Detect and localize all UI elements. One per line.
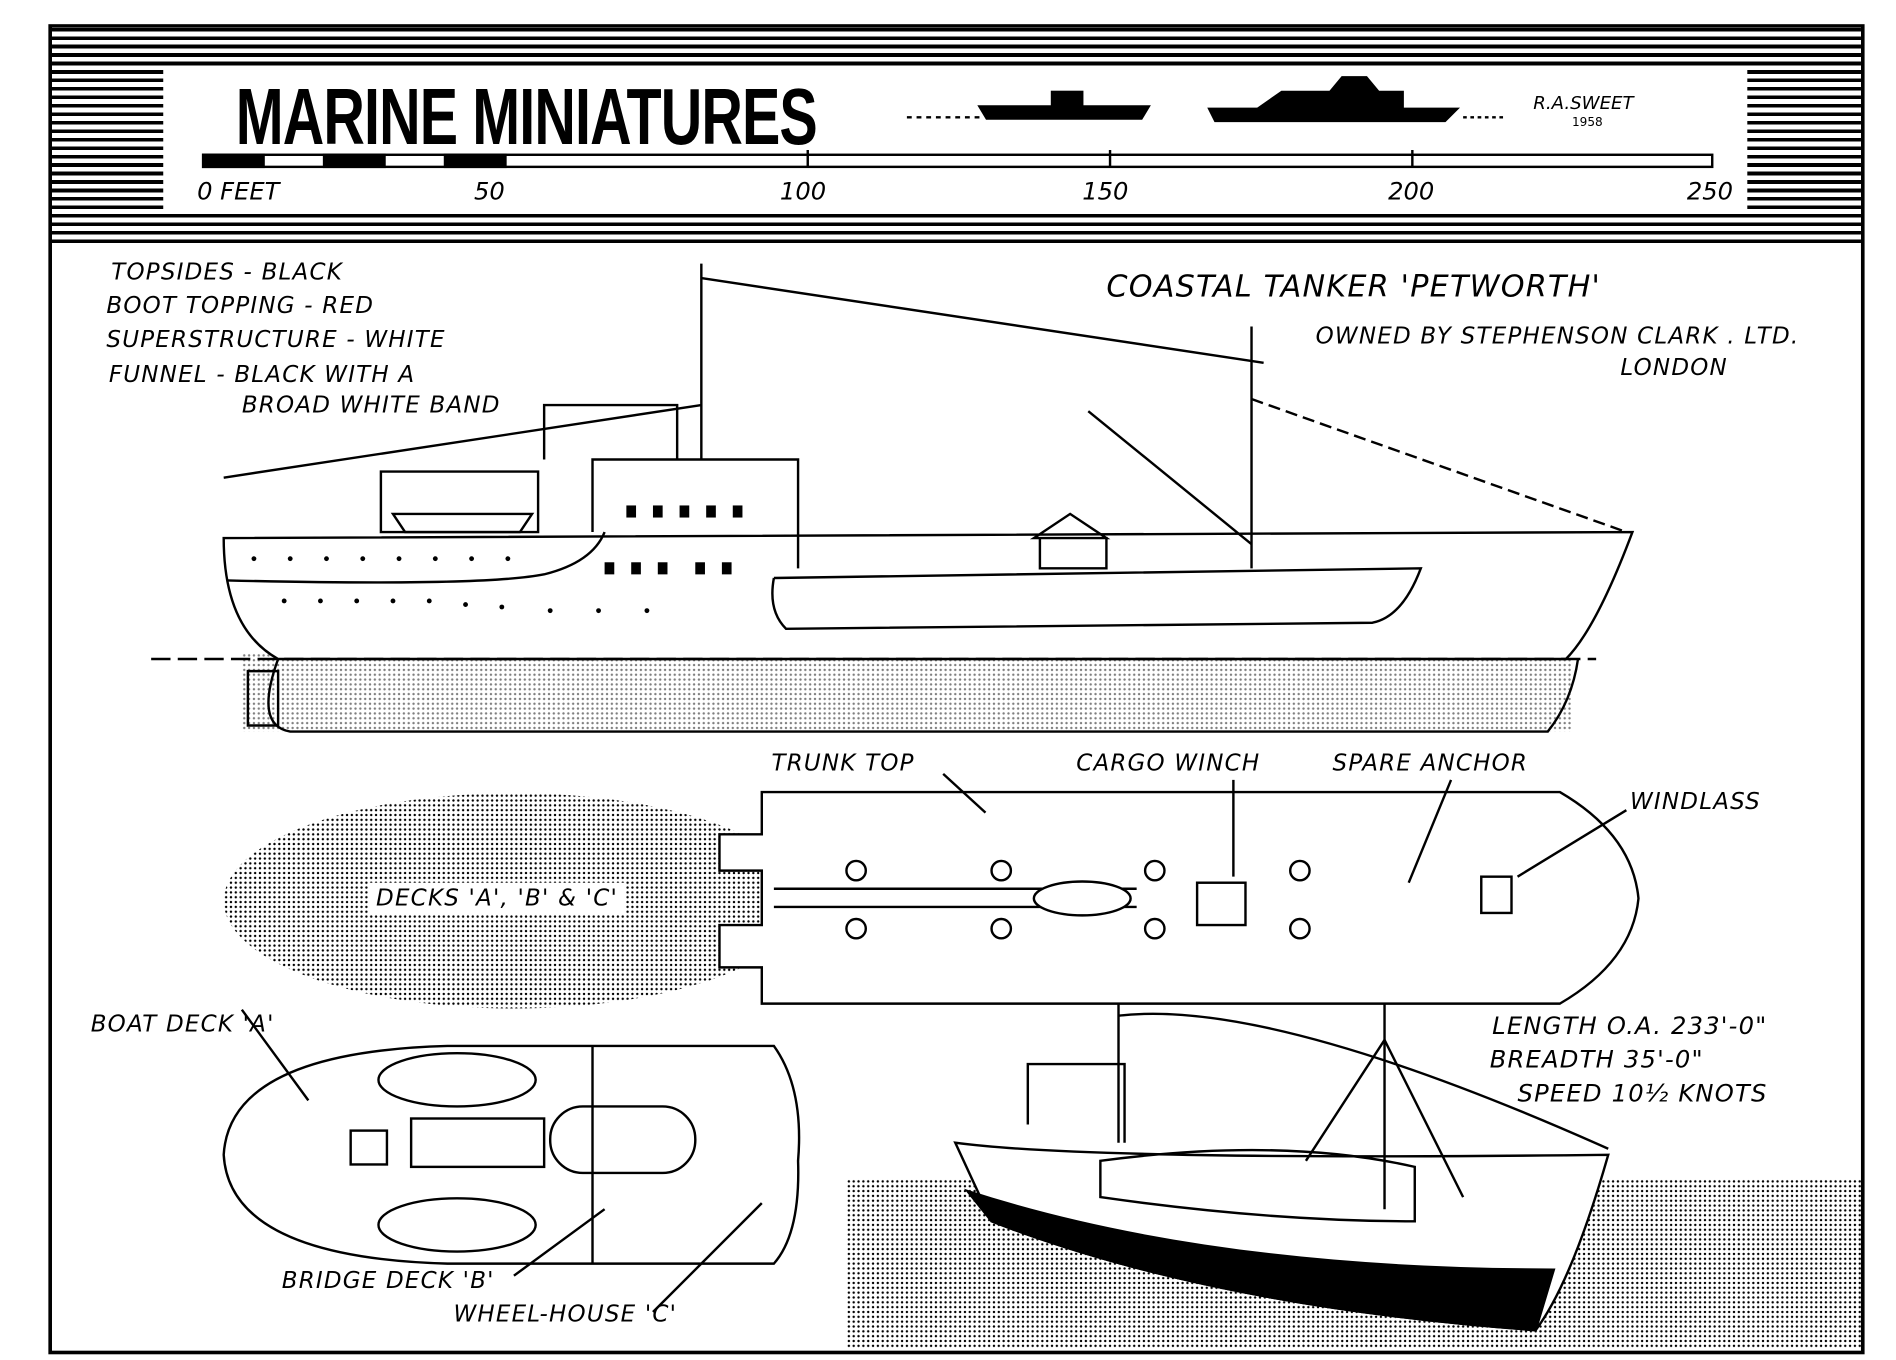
colour-note: TOPSIDES - BLACK — [111, 258, 344, 286]
label-decks: DECKS 'A', 'B' & 'C' — [368, 882, 626, 915]
deck-plan — [718, 772, 1640, 1005]
scale-tick-label: 150 — [1082, 176, 1129, 206]
scale-bar — [201, 149, 1714, 169]
profile-view — [151, 263, 1635, 733]
spec-length: LENGTH O.A. 233'-0" — [1492, 1010, 1768, 1040]
colour-note: BOOT TOPPING - RED — [106, 292, 375, 320]
artist-signature: R.A.SWEET — [1533, 91, 1634, 114]
scale-tick-label: 100 — [779, 176, 827, 206]
underwater-hull-stipple — [241, 652, 1572, 732]
scale-tick-label: 50 — [474, 176, 505, 206]
spec-breadth: BREADTH 35'-0" — [1489, 1044, 1704, 1074]
artist-year: 1958 — [1571, 116, 1603, 130]
label-wheelhouse: WHEEL-HOUSE 'C' — [453, 1301, 678, 1328]
label-trunk-top: TRUNK TOP — [771, 749, 915, 777]
ship-name: COASTAL TANKER 'PETWORTH' — [1106, 268, 1602, 304]
colour-note: BROAD WHITE BAND — [241, 391, 501, 419]
label-bridge-deck: BRIDGE DECK 'B' — [281, 1267, 495, 1294]
spec-speed: SPEED 10½ KNOTS — [1517, 1078, 1768, 1108]
label-boat-deck: BOAT DECK 'A' — [90, 1010, 275, 1038]
scale-tick-label: 250 — [1686, 176, 1734, 206]
ship-owner: OWNED BY STEPHENSON CLARK . LTD. — [1315, 322, 1800, 350]
colour-note: SUPERSTRUCTURE - WHITE — [106, 326, 446, 354]
title-panel — [163, 66, 1748, 210]
label-spare-anchor: SPARE ANCHOR — [1332, 749, 1529, 777]
ship-owner-city: LONDON — [1620, 354, 1728, 381]
sheet-border — [48, 24, 1865, 1355]
scale-tick-label: 200 — [1388, 176, 1435, 206]
page-title: MARINE MINIATURES — [235, 71, 818, 161]
label-cargo-winch: CARGO WINCH — [1076, 749, 1261, 777]
boat-deck-plan — [222, 1008, 801, 1313]
scale-tick-label: 0 FEET — [197, 176, 280, 206]
ship-silhouettes — [906, 76, 1506, 123]
colour-note: FUNNEL - BLACK WITH A — [108, 361, 416, 389]
label-windlass: WINDLASS — [1630, 788, 1761, 816]
perspective-view — [953, 1003, 1610, 1332]
